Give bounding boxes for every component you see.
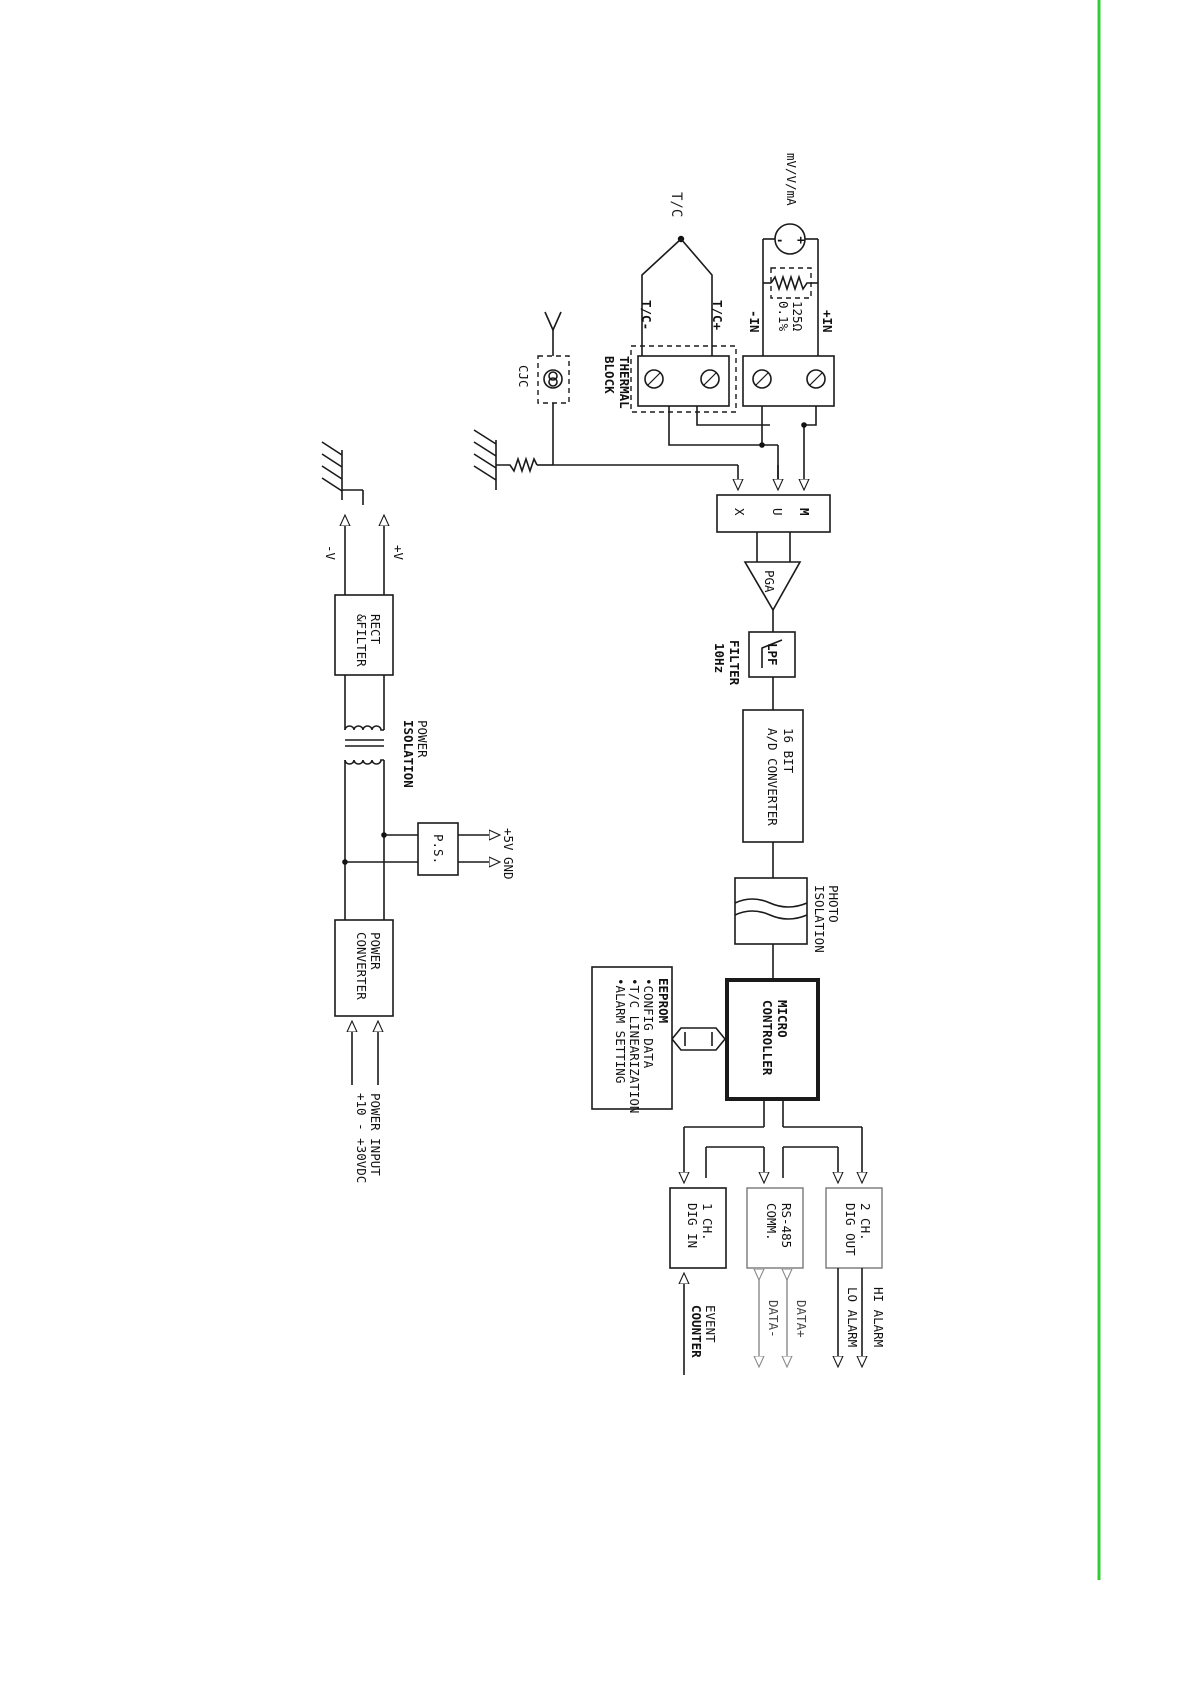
svg-text:+: + bbox=[797, 232, 805, 247]
power-iso-label-1: POWER bbox=[415, 720, 430, 758]
output-wiring bbox=[684, 1099, 862, 1178]
eeprom: EEPROM •CONFIG DATA •T/C LINEARIZATION •… bbox=[591, 966, 673, 1113]
adc-label-1: 16 BIT bbox=[781, 728, 796, 774]
mux-m-label: M bbox=[797, 508, 812, 516]
cjc-label: CJC bbox=[516, 365, 531, 388]
filter-label-2: 10Hz bbox=[712, 643, 727, 673]
power-isolation-transformer: POWER ISOLATION bbox=[344, 720, 430, 920]
rs485-label-2: COMM. bbox=[764, 1203, 779, 1241]
cjc-ground bbox=[473, 429, 553, 490]
eeprom-item-1: •CONFIG DATA bbox=[641, 978, 656, 1069]
photo-label-1: PHOTO bbox=[826, 885, 841, 923]
ps-block: P.S. +5V GND bbox=[342, 822, 516, 880]
svg-text:-: - bbox=[776, 232, 784, 247]
pinput-label-2: +10 - +30VDC bbox=[354, 1093, 369, 1183]
digout-label-1: 2 CH. bbox=[858, 1203, 873, 1241]
microcontroller: MICRO CONTROLLER bbox=[725, 978, 820, 1101]
shunt-resistor: 125Ω 0.1% +IN -IN bbox=[747, 267, 835, 333]
data-plus-label: DATA+ bbox=[794, 1300, 809, 1338]
pga: PGA bbox=[743, 532, 802, 632]
signal-source: - + mV/V/mA bbox=[762, 153, 819, 357]
event-label-1: EVENT bbox=[703, 1305, 718, 1343]
plus-in-label: +IN bbox=[820, 310, 835, 333]
digital-input-block: 1 CH. DIG IN EVENT COUNTER bbox=[669, 1187, 727, 1375]
power-ground bbox=[321, 441, 364, 505]
hi-alarm-label: HI ALARM bbox=[871, 1287, 886, 1347]
mux-x-label: X bbox=[732, 508, 747, 516]
micro-label-1: MICRO bbox=[775, 1000, 790, 1038]
eeprom-title: EEPROM bbox=[656, 978, 671, 1023]
digin-label-2: DIG IN bbox=[685, 1203, 700, 1248]
digin-label-1: 1 CH. bbox=[700, 1203, 715, 1241]
thermocouple: T/C T/C+ T/C- bbox=[639, 192, 725, 357]
photo-isolation: PHOTO ISOLATION bbox=[734, 877, 841, 980]
digout-label-2: DIG OUT bbox=[843, 1203, 858, 1256]
tc-plus-label: T/C+ bbox=[710, 300, 725, 331]
rs485-block: RS-485 COMM. DATA- DATA+ bbox=[746, 1187, 809, 1362]
pinput-label-1: POWER INPUT bbox=[368, 1093, 383, 1176]
lo-alarm-label: LO ALARM bbox=[845, 1287, 860, 1347]
resistor-value: 125Ω bbox=[790, 301, 805, 332]
event-label-2: COUNTER bbox=[689, 1305, 704, 1358]
eeprom-item-2: •T/C LINEARIZATION bbox=[627, 978, 642, 1113]
voltage-terminal-block bbox=[742, 355, 835, 407]
lpf-label: LPF bbox=[765, 643, 780, 666]
mux-u-label: U bbox=[770, 508, 785, 516]
tc-terminal-block: THERMAL BLOCK bbox=[602, 345, 737, 413]
filter-label-1: FILTER bbox=[727, 640, 742, 686]
cjc-sensor: CJC bbox=[516, 311, 570, 465]
resistor-tolerance: 0.1% bbox=[776, 301, 791, 332]
rs485-label-1: RS-485 bbox=[779, 1203, 794, 1248]
power-converter-block: POWER CONVERTER POWER INPUT +10 - +30VDC bbox=[334, 919, 394, 1183]
plus-v-label: +V bbox=[391, 545, 406, 561]
data-minus-label: DATA- bbox=[766, 1300, 781, 1338]
thermal-block-label-2: BLOCK bbox=[602, 356, 617, 394]
gnd-label: GND bbox=[501, 857, 516, 880]
photo-label-2: ISOLATION bbox=[812, 885, 827, 953]
multiplexer: X U M bbox=[716, 494, 831, 533]
pconv-label-1: POWER bbox=[368, 932, 383, 970]
eeprom-item-3: •ALARM SETTING bbox=[613, 978, 628, 1083]
power-iso-label-2: ISOLATION bbox=[401, 720, 416, 788]
low-pass-filter: LPF FILTER 10Hz bbox=[712, 631, 796, 710]
plus5v-label: +5V bbox=[501, 828, 516, 851]
rect-label-1: RECT bbox=[368, 614, 383, 645]
thermal-block-label-1: THERMAL bbox=[617, 356, 632, 409]
ps-label: P.S. bbox=[431, 834, 446, 864]
tc-label: T/C bbox=[668, 192, 684, 217]
source-label: mV/V/mA bbox=[784, 153, 799, 206]
adc-label-2: A/D CONVERTER bbox=[765, 728, 780, 826]
tc-minus-label: T/C- bbox=[639, 300, 654, 330]
pconv-label-2: CONVERTER bbox=[354, 932, 369, 1000]
rect-label-2: &FILTER bbox=[354, 614, 369, 667]
pga-label: PGA bbox=[762, 570, 777, 593]
ad-converter: 16 BIT A/D CONVERTER bbox=[742, 709, 804, 878]
eeprom-link bbox=[670, 1027, 727, 1051]
rect-filter-block: RECT &FILTER bbox=[334, 594, 394, 730]
input-wiring bbox=[553, 406, 817, 485]
digital-output-block: 2 CH. DIG OUT LO ALARM HI ALARM bbox=[825, 1187, 886, 1362]
minus-in-label: -IN bbox=[747, 310, 762, 333]
micro-label-2: CONTROLLER bbox=[760, 1000, 775, 1076]
minus-v-label: -V bbox=[323, 545, 338, 561]
supply-outputs: -V +V bbox=[323, 520, 406, 595]
